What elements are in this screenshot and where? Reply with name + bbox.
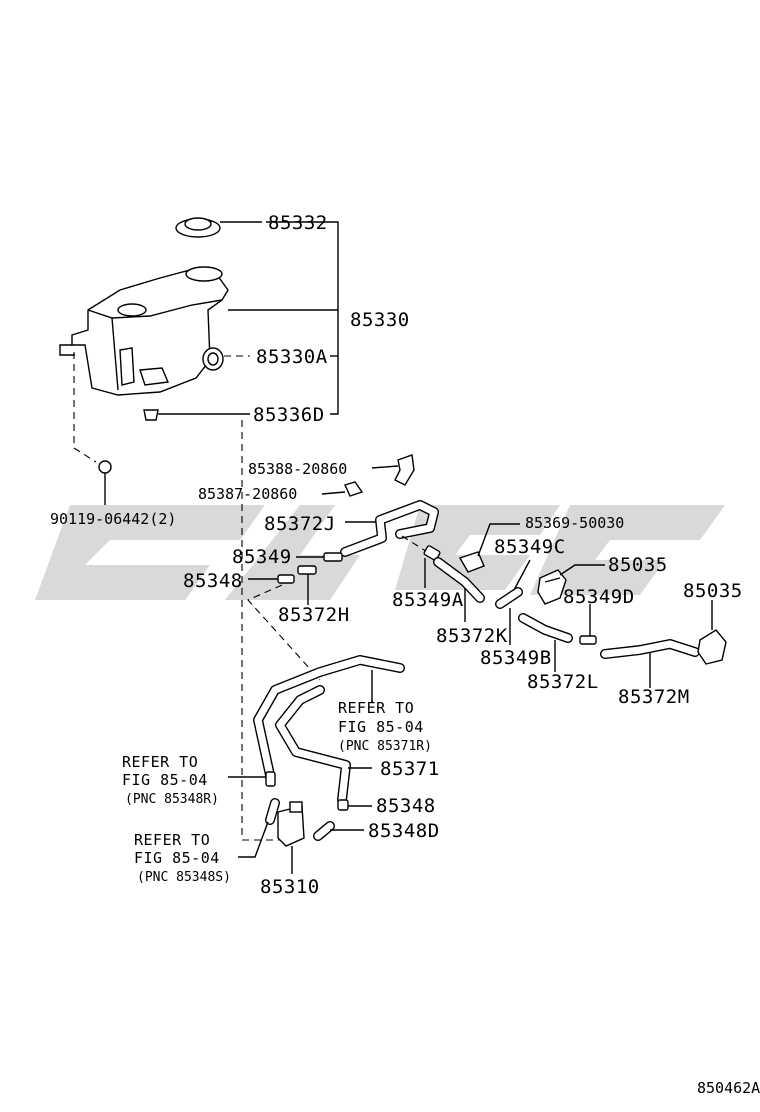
reservoir-cap-85332[interactable] — [175, 217, 262, 238]
label-85387: 85387-20860 — [198, 485, 297, 503]
washer-nozzle-85035-a[interactable] — [537, 564, 605, 605]
hose-85372H[interactable] — [297, 565, 317, 605]
ref1-line3: (PNC 85371R) — [338, 739, 432, 754]
hose-85371[interactable] — [253, 655, 405, 805]
label-85349C: 85349C — [494, 536, 566, 558]
label-85348D: 85348D — [368, 820, 440, 842]
label-85348: 85348 — [183, 570, 243, 592]
hose-85348D[interactable] — [313, 821, 364, 841]
clamp-85387[interactable] — [321, 481, 364, 497]
hose-85372K[interactable] — [433, 557, 485, 622]
ref2-line2: FIG 85-04 — [122, 771, 208, 789]
connector-85349[interactable] — [296, 552, 343, 562]
grommet-85336D[interactable] — [143, 409, 250, 421]
label-85371: 85371 — [380, 758, 440, 780]
joint-85349C[interactable] — [495, 559, 531, 645]
ref2-line3: (PNC 85348R) — [125, 792, 219, 807]
label-85332: 85332 — [268, 212, 328, 234]
label-85388: 85388-20860 — [248, 460, 347, 478]
ref3-line1: REFER TO — [134, 831, 210, 849]
label-90119: 90119-06442(2) — [50, 510, 176, 528]
hose-85372M[interactable] — [600, 639, 700, 688]
label-85348-lower: 85348 — [376, 795, 436, 817]
connector-85348-lower[interactable] — [337, 799, 372, 811]
clamp-85388[interactable] — [371, 454, 415, 486]
hose-85372J[interactable] — [340, 500, 439, 557]
label-85372J: 85372J — [264, 513, 336, 535]
grommet-85330A[interactable] — [202, 347, 250, 371]
clip-85369[interactable] — [458, 523, 520, 573]
label-85369: 85369-50030 — [525, 514, 624, 532]
label-85330: 85330 — [350, 309, 410, 331]
ref3-line2: FIG 85-04 — [134, 849, 220, 867]
dashed-link-reservoir — [241, 420, 285, 841]
label-85372K: 85372K — [436, 625, 508, 647]
washer-nozzle-85035-b[interactable] — [697, 600, 727, 665]
diagram-id: 850462A — [697, 1079, 760, 1097]
washer-pump-85310[interactable] — [277, 801, 305, 874]
label-85349A: 85349A — [392, 589, 464, 611]
ref1-line1: REFER TO — [338, 699, 414, 717]
label-85349B: 85349B — [480, 647, 552, 669]
label-85310: 85310 — [260, 876, 320, 898]
leader-group-85330 — [266, 221, 339, 415]
hose-ref-85348S[interactable] — [238, 798, 280, 858]
label-85372H: 85372H — [278, 604, 350, 626]
ref3-line3: (PNC 85348S) — [137, 870, 231, 885]
joint-85349A[interactable] — [423, 545, 441, 588]
ref2-line1: REFER TO — [122, 753, 198, 771]
bolt-90119[interactable] — [73, 352, 112, 505]
label-85349D: 85349D — [563, 586, 635, 608]
dashed-link-85348 — [247, 584, 321, 681]
hose-85372L[interactable] — [518, 613, 573, 672]
label-85349: 85349 — [232, 546, 292, 568]
connector-85348[interactable] — [248, 574, 295, 584]
label-85372M: 85372M — [618, 686, 690, 708]
label-85330A: 85330A — [256, 346, 328, 368]
label-85336D: 85336D — [253, 404, 325, 426]
connector-ref-85348R[interactable] — [228, 771, 276, 787]
label-85372L: 85372L — [527, 671, 599, 693]
washer-reservoir-85330[interactable] — [59, 266, 338, 396]
ref1-line2: FIG 85-04 — [338, 718, 424, 736]
label-85035-a: 85035 — [608, 554, 668, 576]
joint-85349D[interactable] — [579, 604, 597, 645]
watermark-logo — [35, 505, 725, 600]
label-85035-b: 85035 — [683, 580, 743, 602]
